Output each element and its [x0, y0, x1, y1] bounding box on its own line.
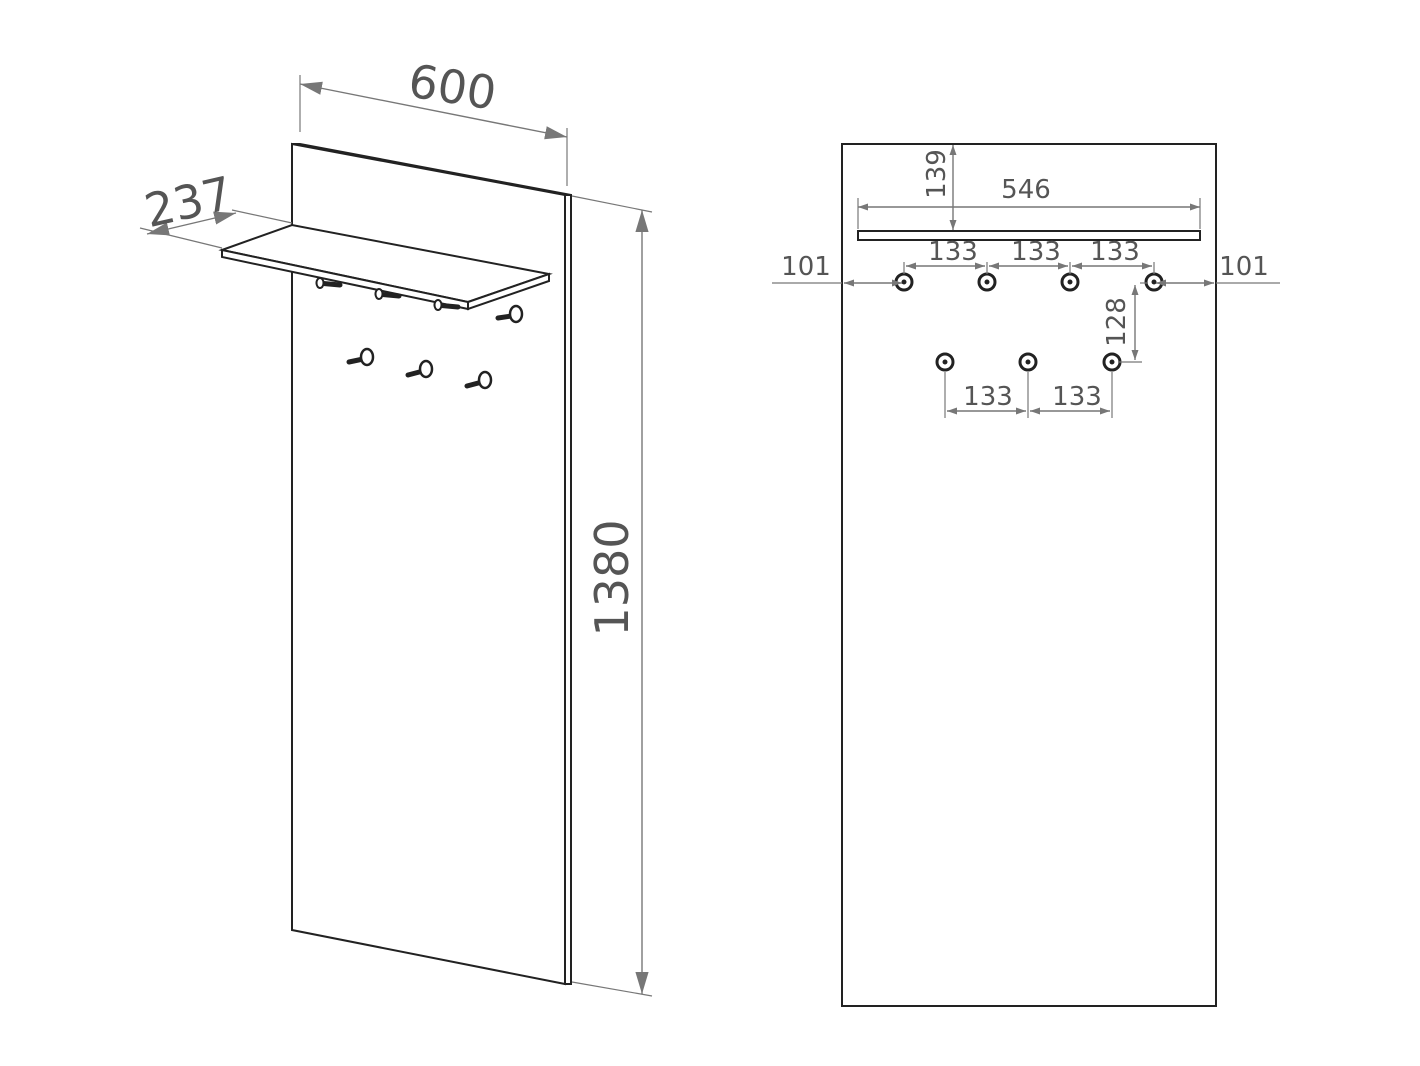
depth-dimension-line [146, 211, 237, 236]
hook-front [1144, 272, 1164, 292]
top-spacing-label: 133 [1090, 237, 1140, 267]
perspective-view: 600 237 1380 [140, 54, 653, 997]
hook-front [1102, 352, 1122, 372]
hook [495, 304, 524, 324]
hook [433, 299, 461, 311]
hook [405, 359, 434, 379]
bottom-spacing-label: 133 [963, 382, 1013, 412]
right-margin-label: 101 [1219, 252, 1269, 282]
hook-front [977, 272, 997, 292]
hook-front [1018, 352, 1038, 372]
front-panel [841, 143, 1217, 1007]
front-view: 139 546 101 101 133 133 133 [772, 143, 1280, 1007]
hook [374, 288, 402, 300]
hook [346, 347, 375, 367]
top-spacing-label: 133 [928, 237, 978, 267]
width-dimension-line [299, 81, 568, 140]
top-spacing-label: 133 [1011, 237, 1061, 267]
shelf-width-label: 546 [1001, 175, 1051, 205]
hook-front [894, 272, 914, 292]
row-spacing-label: 128 [1102, 297, 1132, 347]
hook-front [1060, 272, 1080, 292]
depth-label: 237 [140, 166, 238, 238]
hook [315, 277, 343, 289]
hook-front [935, 352, 955, 372]
shelf-offset-label: 139 [922, 149, 952, 199]
bottom-spacing-label: 133 [1052, 382, 1102, 412]
front-shelf [857, 230, 1201, 241]
left-margin-label: 101 [781, 252, 831, 282]
hook [464, 370, 493, 390]
shelf-side-edge [467, 272, 550, 311]
width-label: 600 [405, 54, 500, 121]
height-label: 1380 [585, 519, 639, 636]
